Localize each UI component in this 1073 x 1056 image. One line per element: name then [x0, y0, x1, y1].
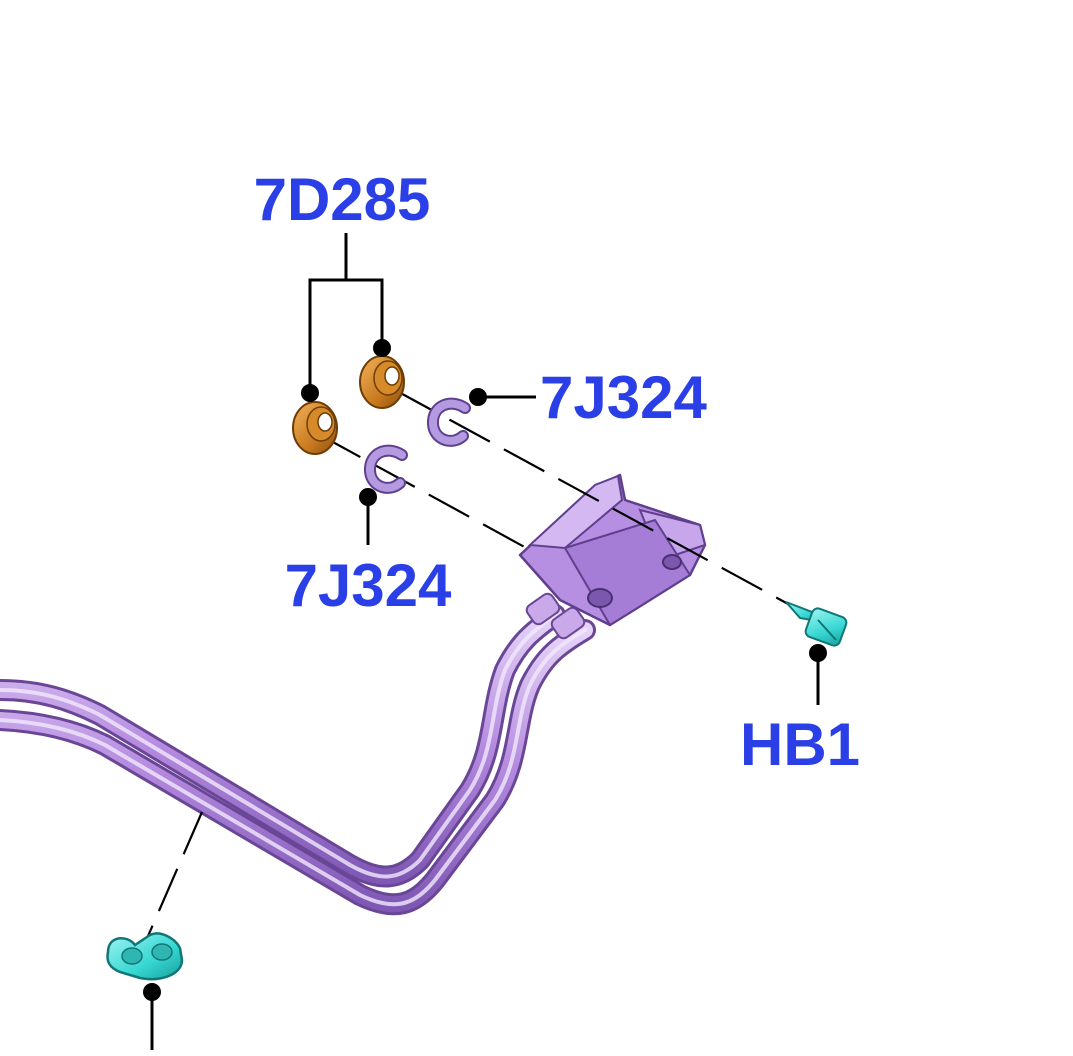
assembly-lines [143, 389, 791, 944]
clip-lower [364, 444, 408, 494]
leader-lines [150, 233, 820, 1050]
bushing-upper [359, 355, 405, 409]
clip-upper [427, 397, 471, 447]
leader-dots [143, 339, 827, 1001]
bushing-lower [292, 401, 338, 455]
assembly-line-upper [394, 389, 791, 606]
label-7j324-lower: 7J324 [285, 552, 452, 619]
bolt-hb1 [785, 601, 848, 647]
callout-labels: 7D285 7J324 7J324 HB1 [254, 166, 860, 778]
label-7d285: 7D285 [254, 166, 431, 233]
label-hb1: HB1 [740, 711, 860, 778]
label-7j324-upper: 7J324 [540, 364, 707, 431]
tube-clamp [106, 932, 184, 981]
mounting-bracket [518, 473, 707, 627]
assembly-line-lower [319, 434, 531, 551]
tube-assembly [0, 592, 596, 916]
assembly-line-clamp [143, 811, 204, 944]
